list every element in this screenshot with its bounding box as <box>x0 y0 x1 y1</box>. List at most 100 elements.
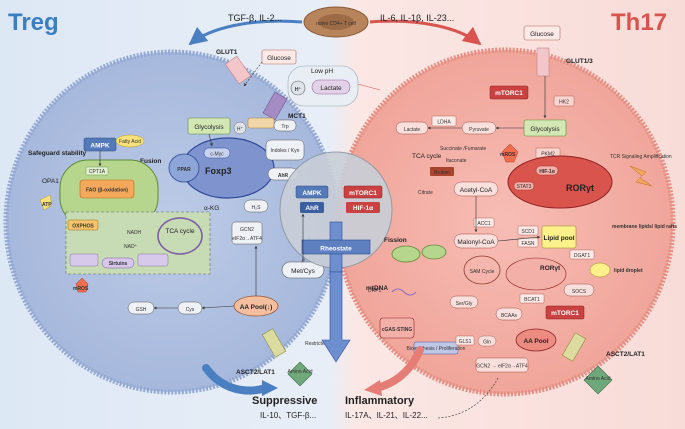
th17-mito-2 <box>421 244 447 260</box>
broken-label: Broken <box>434 170 450 176</box>
ldha-label: LDHA <box>437 120 451 126</box>
glut13-label: GLUT1/3 <box>566 58 593 65</box>
stat3-box <box>513 181 535 191</box>
rheostate-box <box>301 239 371 255</box>
glycolysis-to-cmyc <box>208 133 213 147</box>
bcat1-box <box>519 293 545 304</box>
cpt1a-label: CPT1A <box>89 169 106 175</box>
h-plus-env-label: H⁺ <box>295 87 302 93</box>
th17-cytokines: IL-17A、IL-21、IL-22... <box>345 411 428 420</box>
asct2-right <box>561 332 587 362</box>
center-ampk-label: AMPK <box>302 190 321 197</box>
oxphos-box <box>67 219 99 231</box>
lipid-droplet-label: lipid droplet <box>614 268 643 274</box>
socs-box <box>563 283 595 297</box>
bcaas-box <box>495 307 523 321</box>
asct2-left <box>261 328 287 358</box>
th17-title: Th17 <box>611 9 667 36</box>
akg-label: α-KG <box>204 205 219 212</box>
cmyc-label: c-Myc <box>210 152 224 158</box>
th17-mtorc1-bottom-label: mTORC1 <box>551 310 579 317</box>
fasn-label: FASN <box>521 241 534 247</box>
dgat1-box <box>569 249 595 260</box>
biosynth-label: Biosynthesis / Proliferation <box>407 346 466 352</box>
malonyl-label: Malonyl-CoA <box>457 239 495 246</box>
th17-mtorc1-bottom <box>545 305 585 320</box>
acetyl-coa-label: Acetyl-CoA <box>460 187 493 194</box>
itaconate-label: Itaconate <box>446 158 467 164</box>
sirtuins-label: Sirtuins <box>109 261 128 267</box>
center-ampk <box>295 185 329 199</box>
center-mtorc1 <box>343 185 383 199</box>
lactate-env <box>311 79 351 95</box>
fatty-acid-label: Fatty Acid <box>119 139 141 145</box>
treg-diff-arrow <box>188 19 303 46</box>
rorgt-lower-label: RORγt <box>540 265 561 272</box>
glut1-label: GLUT1 <box>216 49 238 56</box>
inflammatory-label: Inflammatory <box>345 395 415 407</box>
suppressive-label: Suppressive <box>252 395 317 407</box>
treg-ahr-label: AhR <box>278 173 289 179</box>
mtdna-label: mtDNA <box>366 285 388 292</box>
center-hif-label: HIF-1α <box>353 205 373 212</box>
ser-gly-box <box>449 295 479 309</box>
hk2-box <box>553 95 575 107</box>
th17-aa-pool-label: AA Pool <box>523 338 548 345</box>
pkm2-label: PKM2 <box>541 152 555 158</box>
indoles-label: Indoles / Kyn <box>271 148 300 154</box>
fission-label: Fission <box>384 237 407 244</box>
met-cys-label: Met/Cys <box>291 268 316 275</box>
lipid-pool-label: Lipid pool <box>543 235 574 242</box>
glucose-right: Glucose <box>530 31 554 38</box>
th17-mtorc1-top-label: mTORC1 <box>495 90 523 97</box>
rheostate-down-arrow <box>321 271 351 363</box>
glut13-transporter <box>536 47 550 77</box>
cpt1a-box <box>85 166 109 176</box>
h-plus-cell <box>233 121 247 135</box>
treg-tca-label: TCA cycle <box>165 228 195 235</box>
center-mtorc1-label: mTORC1 <box>349 190 377 197</box>
mitobiogenesis-box <box>137 253 169 267</box>
gln-label: Gln <box>483 340 491 346</box>
dgat1-label: DGAT1 <box>574 253 591 259</box>
citrate-label: Citrate <box>418 190 433 196</box>
lactate-inhibit-line <box>357 83 381 91</box>
amino-acid-right-label: Amino Acid <box>585 376 610 382</box>
trp-box <box>273 119 297 132</box>
ppar-label: PPAR <box>177 167 191 173</box>
ldha-box <box>431 115 457 127</box>
h2s-box <box>243 199 269 213</box>
ser-gly-label: Ser/Gly <box>456 301 473 307</box>
low-ph-label: Low pH <box>311 68 333 75</box>
th17-signals: IL-6, IL-1β, IL-23... <box>380 13 454 23</box>
fao-label: FAO (β-oxidation) <box>86 188 128 194</box>
sam-label: SAM Cycle <box>470 269 495 275</box>
h-plus-env <box>290 80 306 96</box>
th17-aa-pool <box>515 328 557 352</box>
gln-box <box>477 335 497 347</box>
succinate-label: Succinate /Fumarate <box>440 146 486 152</box>
th17-gcn2-label: GCN2 → eIF2α→ATF4 <box>476 364 528 370</box>
treg-aa-pool-label: AA Pool(↓) <box>240 304 273 311</box>
th17-diff-arrow <box>369 19 482 46</box>
tcr-label: TCR Signaling Amplification <box>610 154 672 160</box>
gls1-box <box>455 335 475 346</box>
treg-cytokines: IL-10、TGF-β... <box>260 411 316 420</box>
cys-label: Cys <box>186 307 195 313</box>
broken-box <box>430 167 454 176</box>
mct1-label: MCT1 <box>288 113 306 120</box>
amino-acid-right <box>583 365 613 395</box>
mtdna-helix <box>391 288 417 296</box>
inflammatory-arrowhead <box>364 380 382 396</box>
cmyc-box <box>203 147 231 159</box>
cgas-label: cGAS-STING <box>382 327 413 333</box>
center-hif <box>346 202 380 213</box>
scd1-label: SCD1 <box>521 229 535 235</box>
lipid-pool-box <box>541 225 577 249</box>
amino-acid-left-label: Amino Acid <box>287 369 312 375</box>
asct2-left-label: ASCT2/LAT1 <box>236 369 275 376</box>
scd1-box <box>517 225 539 236</box>
fatty-acid <box>115 134 145 148</box>
